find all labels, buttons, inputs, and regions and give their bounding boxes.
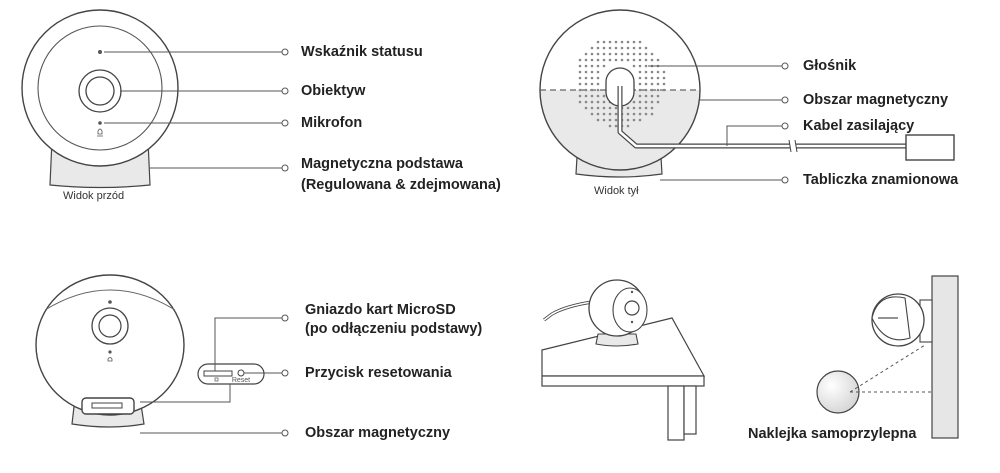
label-microphone: Mikrofon [301, 115, 363, 131]
mic-icon [97, 128, 103, 137]
label-nameplate: Tabliczka znamionowa [803, 172, 959, 188]
wall-mount-scene [816, 275, 959, 439]
label-magnetic-base-note: (Regulowana & zdejmowana) [301, 177, 501, 193]
bottom-leader-lines [140, 314, 289, 437]
label-status-indicator: Wskaźnik statusu [301, 44, 423, 60]
power-plug [905, 134, 955, 161]
front-leader-lines [104, 48, 289, 172]
bottom-view-camera [35, 274, 185, 428]
table-camera-cable [543, 301, 593, 321]
label-speaker: Głośnik [803, 58, 857, 74]
back-view-caption: Widok tył [594, 185, 639, 197]
label-reset-button: Przycisk resetowania [305, 365, 452, 381]
table-mount-scene [541, 279, 706, 441]
bottom-shell [35, 274, 185, 416]
bottom-lens [98, 314, 122, 338]
table-leg [667, 385, 685, 441]
label-magnetic-area-bottom: Obszar magnetyczny [305, 425, 451, 441]
front-lens [85, 76, 115, 106]
bottom-mic-hole [108, 350, 112, 354]
reset-button [237, 369, 245, 377]
label-microsd-slot: Gniazdo kart MicroSD [305, 302, 456, 318]
front-status-led [98, 50, 102, 54]
back-leader-lines [648, 62, 789, 184]
label-adhesive-sticker: Naklejka samoprzylepna [748, 426, 917, 442]
label-magnetic-area-back: Obszar magnetyczny [803, 92, 949, 108]
label-microsd-note: (po odłączeniu podstawy) [305, 321, 483, 337]
microsd-slot [203, 370, 233, 377]
front-mic-hole [98, 121, 102, 125]
wall [931, 275, 959, 439]
front-view-caption: Widok przód [63, 190, 125, 202]
label-magnetic-base: Magnetyczna podstawa [301, 156, 463, 172]
front-view-camera [21, 9, 179, 189]
label-lens: Obiektyw [301, 83, 366, 99]
power-cable [618, 86, 790, 148]
label-power-cable: Kabel zasilający [803, 118, 915, 134]
port-detail: Reset [197, 363, 265, 385]
bottom-status-led [108, 300, 112, 304]
reset-text: Reset [232, 377, 250, 384]
